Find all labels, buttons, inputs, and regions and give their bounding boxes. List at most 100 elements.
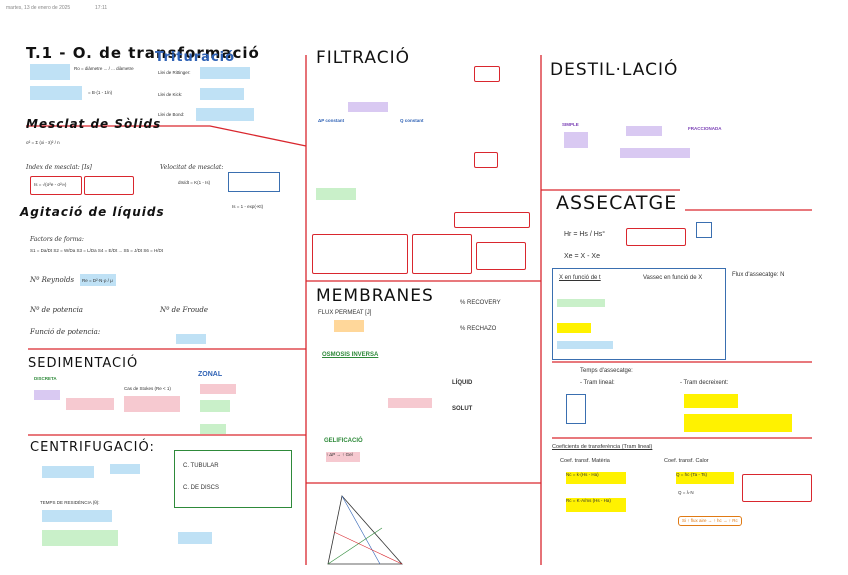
formula-highlight (200, 424, 226, 434)
formula-box (566, 394, 586, 424)
formula-box (454, 212, 530, 228)
label-c-discs: C. DE DISCS (183, 485, 220, 491)
formula-nc: Nc = k·(Hs - Ha) (566, 472, 626, 484)
formula-highlight (200, 88, 244, 100)
section-title-membranes: MEMBRANES (316, 286, 434, 306)
label-xe-t: X en funció de t (559, 275, 601, 281)
formula-highlight (626, 126, 662, 136)
section-title-assecatge: ASSECATGE (556, 192, 678, 214)
label-temps-assecatge: Temps d'assecatge: (580, 368, 633, 374)
note-text: Is = √(σ²e - σ²∞) (34, 182, 67, 187)
note-text: S1 = Da/Dt S2 = W/Da S3 = L/Da S4 = E/Dt… (30, 248, 164, 253)
label-factors: Factors de forma: (30, 236, 84, 243)
formula-highlight (110, 464, 140, 474)
note-time: 17:11 (95, 5, 108, 11)
formula-highlight (30, 86, 82, 100)
formula-box (412, 234, 472, 274)
label-q-constant: Q constant (400, 118, 424, 123)
law-bond: Llei de Bond: (158, 112, 185, 117)
label-vassec-x: Vassec en funció de X (643, 275, 703, 281)
section-title-t1: T.1 - O. de transformació (26, 44, 260, 62)
label-coef-transferencia: Coeficients de transferència (Tram linea… (552, 444, 653, 450)
label-fraccionada: FRACCIONADA (688, 126, 722, 131)
formula-highlight (564, 132, 588, 148)
formula-highlight (316, 188, 356, 200)
formula-box (228, 172, 280, 192)
section-title-filtracio: FILTRACIÓ (316, 48, 411, 68)
formula-highlight (334, 320, 364, 332)
formula-box (626, 228, 686, 246)
centrifuge-box: C. TUBULAR C. DE DISCS (174, 450, 292, 508)
label-liquid: LÍQUID (452, 380, 473, 386)
label-tram-lineal: - Tram lineal: (580, 380, 615, 386)
note-text: Is = 1 - exp(-Kt) (232, 204, 264, 209)
note-date: martes, 13 de enero de 2025 (6, 5, 71, 11)
formula-highlight (200, 67, 250, 79)
label-reynolds: Nº Reynolds (30, 276, 75, 284)
label-solut: SOLUT (452, 406, 473, 412)
label-funcio-potencia: Funció de potencia: (30, 328, 101, 336)
formula-highlight (684, 414, 792, 432)
section-title-trituracio: Trituració (155, 50, 236, 65)
formula-highlight (124, 396, 180, 412)
label-discreta: DISCRETA (34, 376, 57, 381)
law-rittinger: Llei de Rittinger: (158, 70, 191, 75)
section-title-centrifugacio: CENTRIFUGACIÓ: (30, 440, 155, 455)
label-coef-materia: Coef. transf. Matèria (560, 458, 610, 464)
formula-highlight (178, 532, 212, 544)
label-temps-residencia: TEMPS DE RESIDÈNCIA (θ): (40, 500, 100, 505)
assecatge-box: X en funció de t Vassec en funció de X (552, 268, 726, 360)
formula-rc: Rc = K·A/ms (Hs - Ha) (566, 498, 626, 512)
formula-highlight (200, 400, 230, 412)
label-gelificacio: GELIFICACIÓ (324, 438, 363, 444)
formula-xe: Xe = X - Xe (564, 253, 600, 260)
formula-highlight (42, 510, 112, 522)
formula-highlight (557, 341, 613, 349)
label-flux-assecatge: Flux d'assecatge: N (732, 272, 785, 278)
formula-box (742, 474, 812, 502)
note-fluxaire: Si ↑ flux aire → ↑ hc → ↑ Rc (678, 516, 742, 526)
formula-highlight (42, 530, 118, 546)
label-zonal: ZONAL (198, 371, 223, 378)
label-rechazo: % RECHAZO (460, 326, 497, 332)
label-simple: SIMPLE (562, 122, 579, 127)
law-kick: Llei de Kick: (158, 92, 183, 97)
formula-highlight (66, 398, 114, 410)
formula-highlight (388, 398, 432, 408)
formula-box (474, 152, 498, 168)
section-title-mesclat: Mesclat de Sòlids (26, 117, 162, 131)
section-title-destilacio: DESTIL·LACIÓ (550, 60, 679, 80)
formula-highlight (684, 394, 738, 408)
formula-highlight (557, 323, 591, 333)
label-osmosis: OSMOSIS INVERSA (322, 352, 379, 358)
label-recovery: % RECOVERY (460, 300, 501, 306)
note-text: Cas de Stokes (Re < 1) (124, 386, 171, 391)
label-flux-permeat: FLUX PERMEAT [J] (318, 310, 372, 316)
formula-highlight (200, 384, 236, 394)
label-tram-decreixent: - Tram decreixent: (680, 380, 729, 386)
formula-gelif: ↑ ΔP → ↑ Gel (326, 452, 360, 462)
label-coef-calor: Coef. transf. Calor (664, 458, 709, 464)
note-text: Ro = diàmetre ... / ... diàmetre (74, 66, 134, 71)
formula-box (476, 242, 526, 270)
formula-box (312, 234, 408, 274)
formula-q: Q = hc·(Ta - Ts) (676, 472, 734, 484)
section-title-agitacio: Agitació de líquids (20, 205, 165, 219)
label-potencia: Nº de potencia (30, 306, 83, 314)
label-c-tubular: C. TUBULAR (183, 463, 219, 469)
label-dp-constant: ΔP constant (318, 118, 345, 123)
formula-box (696, 222, 712, 238)
label-velocitat: Velocitat de mesclat: (160, 164, 224, 171)
note-text: dIs/dt = K(1 - Is) (178, 180, 211, 185)
formula-qx: Q = λ·N (678, 490, 694, 495)
formula-highlight (176, 334, 206, 344)
formula-box (474, 66, 500, 82)
formula-highlight (348, 102, 388, 112)
label-index-mesclat: Index de mesclat: [Is] (26, 164, 92, 171)
formula-highlight (557, 299, 605, 307)
formula-highlight (80, 274, 116, 286)
formula-highlight (620, 148, 690, 158)
note-text: = B·(1 - 1/n) (88, 90, 113, 95)
label-froude: Nº de Froude (160, 306, 209, 314)
